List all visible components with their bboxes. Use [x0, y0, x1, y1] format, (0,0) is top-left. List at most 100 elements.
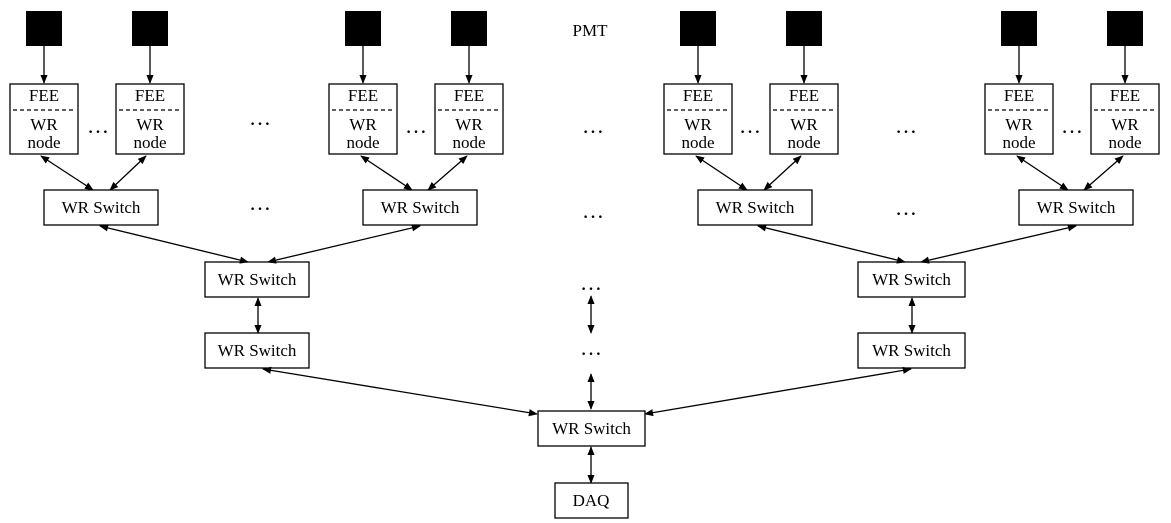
ellipsis-mark: … — [580, 335, 602, 360]
wr-switch-leaf: WR Switch — [1018, 189, 1134, 226]
ellipsis-mark: … — [249, 105, 271, 130]
wr-switch-box — [697, 189, 813, 226]
pmt-block — [451, 11, 487, 46]
fee-label: FEE — [1110, 86, 1140, 105]
fee-label: FEE — [348, 86, 378, 105]
wr-switch-box — [362, 189, 478, 226]
wr-switch-aggregation: WR Switch — [857, 261, 966, 298]
wr-switch-aggregation: WR Switch — [857, 332, 966, 369]
wr-label: WR — [1005, 115, 1033, 134]
pmt-block — [1107, 11, 1143, 46]
fee-wr-node-box — [328, 83, 398, 155]
bidirectional-link — [427, 155, 468, 191]
ellipsis-mark: … — [580, 270, 602, 295]
wr-switch-label: WR Switch — [716, 198, 795, 217]
fee-label: FEE — [1004, 86, 1034, 105]
pmt-block — [680, 11, 716, 46]
wr-label: WR — [684, 115, 712, 134]
fee-wr-node-box — [115, 83, 185, 155]
bidirectional-link — [920, 224, 1077, 264]
wr-switch-label: WR Switch — [872, 341, 951, 360]
fee-label: FEE — [789, 86, 819, 105]
bidirectional-link — [1016, 155, 1069, 191]
ellipsis-mark: … — [249, 190, 271, 215]
fee-wr-node-box — [434, 83, 504, 155]
pmt-block — [786, 11, 822, 46]
wr-switch-box — [204, 261, 310, 298]
fee-wr-node-box — [769, 83, 839, 155]
wr-switch-core: WR Switch — [537, 410, 646, 447]
bidirectional-link — [360, 155, 413, 191]
ellipsis-mark: … — [87, 113, 109, 138]
pmt-block — [132, 11, 168, 46]
wr-switch-label: WR Switch — [218, 341, 297, 360]
connection-links — [40, 46, 1129, 484]
fee-wr-node-box — [1090, 83, 1160, 155]
pmt-block — [26, 11, 62, 46]
ellipsis-mark: … — [895, 113, 917, 138]
wr-label: WR — [455, 115, 483, 134]
bidirectional-link — [267, 224, 421, 264]
wr-label: WR — [30, 115, 58, 134]
pmt-block — [1001, 11, 1037, 46]
bidirectional-link — [109, 155, 147, 191]
wr-switch-leaf: WR Switch — [43, 189, 159, 226]
bidirectional-link — [1083, 155, 1124, 191]
fee-label: FEE — [135, 86, 165, 105]
ellipsis-mark: … — [405, 113, 427, 138]
wr-switch-label: WR Switch — [218, 270, 297, 289]
wr-switch-box — [537, 410, 646, 447]
wr-switch-leaf: WR Switch — [362, 189, 478, 226]
node-label: node — [681, 133, 714, 152]
wr-switch-tree: WR Switch WR Switch WR Switch WR Switch WR S… — [43, 189, 1134, 519]
fee-label: FEE — [683, 86, 713, 105]
daq-label: DAQ — [573, 491, 610, 510]
node-label: node — [133, 133, 166, 152]
wr-switch-label: WR Switch — [62, 198, 141, 217]
wr-switch-label: WR Switch — [381, 198, 460, 217]
bidirectional-link — [99, 224, 249, 264]
ellipsis-marks: ……………………………… — [87, 105, 1083, 360]
wr-switch-aggregation: WR Switch — [204, 332, 310, 369]
node-label: node — [1002, 133, 1035, 152]
wr-switch-label: WR Switch — [872, 270, 951, 289]
ellipsis-mark: … — [582, 198, 604, 223]
wr-label: WR — [349, 115, 377, 134]
fee-wr-node-row: FEEWRnodeFEEWRnodeFEEWRnodeFEEWRnodeFEEW… — [9, 83, 1160, 155]
fee-wr-node-box — [9, 83, 79, 155]
node-label: node — [346, 133, 379, 152]
wr-switch-label: WR Switch — [552, 419, 631, 438]
fee-wr-node-box — [663, 83, 733, 155]
bidirectional-link — [757, 224, 906, 264]
bidirectional-link — [40, 155, 94, 191]
node-label: node — [787, 133, 820, 152]
ellipsis-mark: … — [739, 113, 761, 138]
wr-switch-aggregation: WR Switch — [204, 261, 310, 298]
bidirectional-link — [695, 155, 748, 191]
node-label: node — [27, 133, 60, 152]
wr-switch-label: WR Switch — [1037, 198, 1116, 217]
daq-box: DAQ — [554, 482, 629, 519]
wr-label: WR — [790, 115, 818, 134]
pmt-block — [345, 11, 381, 46]
node-label: node — [452, 133, 485, 152]
node-label: node — [1108, 133, 1141, 152]
wr-switch-box — [857, 261, 966, 298]
ellipsis-mark: … — [582, 113, 604, 138]
bidirectional-link — [644, 366, 912, 417]
bidirectional-link — [763, 155, 802, 191]
pmt-label: PMT — [573, 21, 609, 40]
wr-switch-leaf: WR Switch — [697, 189, 813, 226]
fee-wr-node-box — [984, 83, 1054, 155]
ellipsis-mark: … — [895, 195, 917, 220]
wr-label: WR — [1111, 115, 1139, 134]
